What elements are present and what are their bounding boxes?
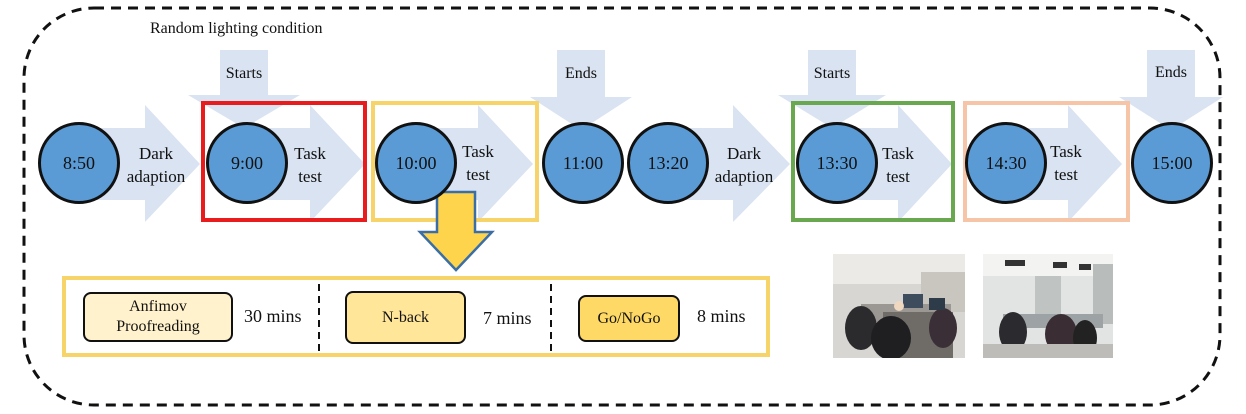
phase-label-5-line2: test [886,167,910,186]
condition-label: Random lighting condition [150,20,323,37]
phase-label-1-line2: adaption [126,167,186,186]
phase-arrow-1 [80,105,200,222]
lab-photo-1-image [833,254,965,358]
phase-label-6-line2: test [1054,165,1078,184]
phase-label-2-line2: test [298,167,322,186]
marker-label-start1: Starts [225,65,263,82]
phase-label-5-line1: Task [882,144,914,163]
frame-red [201,101,367,222]
phase-label-1: Dark adaption [116,142,196,188]
time-circle-1: 8:50 [38,122,120,204]
task-panel [62,276,770,357]
phase-label-2: Task test [270,142,350,188]
marker-label-end2: Ends [1155,64,1187,81]
marker-arrow-end2 [1119,50,1223,130]
phase-arrow-6 [1010,105,1122,222]
phase-label-4-line1: Dark [727,144,761,163]
task-name-proofreading-line2: Proofreading [116,318,200,335]
phase-label-6-line1: Task [1050,142,1082,161]
frame-green [791,101,955,222]
lab-photo-1 [833,254,965,358]
phase-label-3-line2: test [466,165,490,184]
time-circle-6: 13:30 [796,122,878,204]
phase-arrow-2 [250,105,365,222]
time-circle-5: 13:20 [627,122,709,204]
time-circle-8: 15:00 [1131,122,1213,204]
phase-label-6: Task test [1026,140,1106,186]
task-duration-gonogo: 8 mins [697,306,746,326]
task-box-gonogo: Go/NoGo [578,295,680,342]
task-box-nback: N-back [345,291,466,344]
task-box-proofreading: Anfimov Proofreading [83,292,233,342]
time-circle-3: 10:00 [375,122,457,204]
phase-label-3: Task test [438,140,518,186]
marker-arrow-start1 [188,50,300,128]
time-circle-4: 11:00 [542,122,624,204]
phase-label-3-line1: Task [462,142,494,161]
lab-photo-2-image [983,254,1113,358]
phase-label-4: Dark adaption [704,142,784,188]
phase-label-4-line2: adaption [714,167,774,186]
task-name-proofreading-line1: Anfimov [129,298,187,315]
lab-photo-2 [983,254,1113,358]
task-duration-proofreading: 30 mins [244,306,302,326]
marker-label-end1: Ends [565,65,597,82]
phase-arrow-5 [840,105,952,222]
phase-label-5: Task test [858,142,938,188]
phase-label-2-line1: Task [294,144,326,163]
outer-dashed-border [22,6,1222,407]
task-detail-arrow [417,190,495,272]
task-name-nback: N-back [381,308,430,326]
time-circle-7: 14:30 [965,122,1047,204]
task-duration-nback: 7 mins [483,308,532,328]
time-circle-2: 9:00 [206,122,288,204]
marker-arrow-start2 [778,50,886,128]
marker-arrow-end1 [530,50,632,130]
phase-label-1-line1: Dark [139,144,173,163]
task-name-gonogo: Go/NoGo [597,309,661,327]
marker-label-start2: Starts [813,65,851,82]
